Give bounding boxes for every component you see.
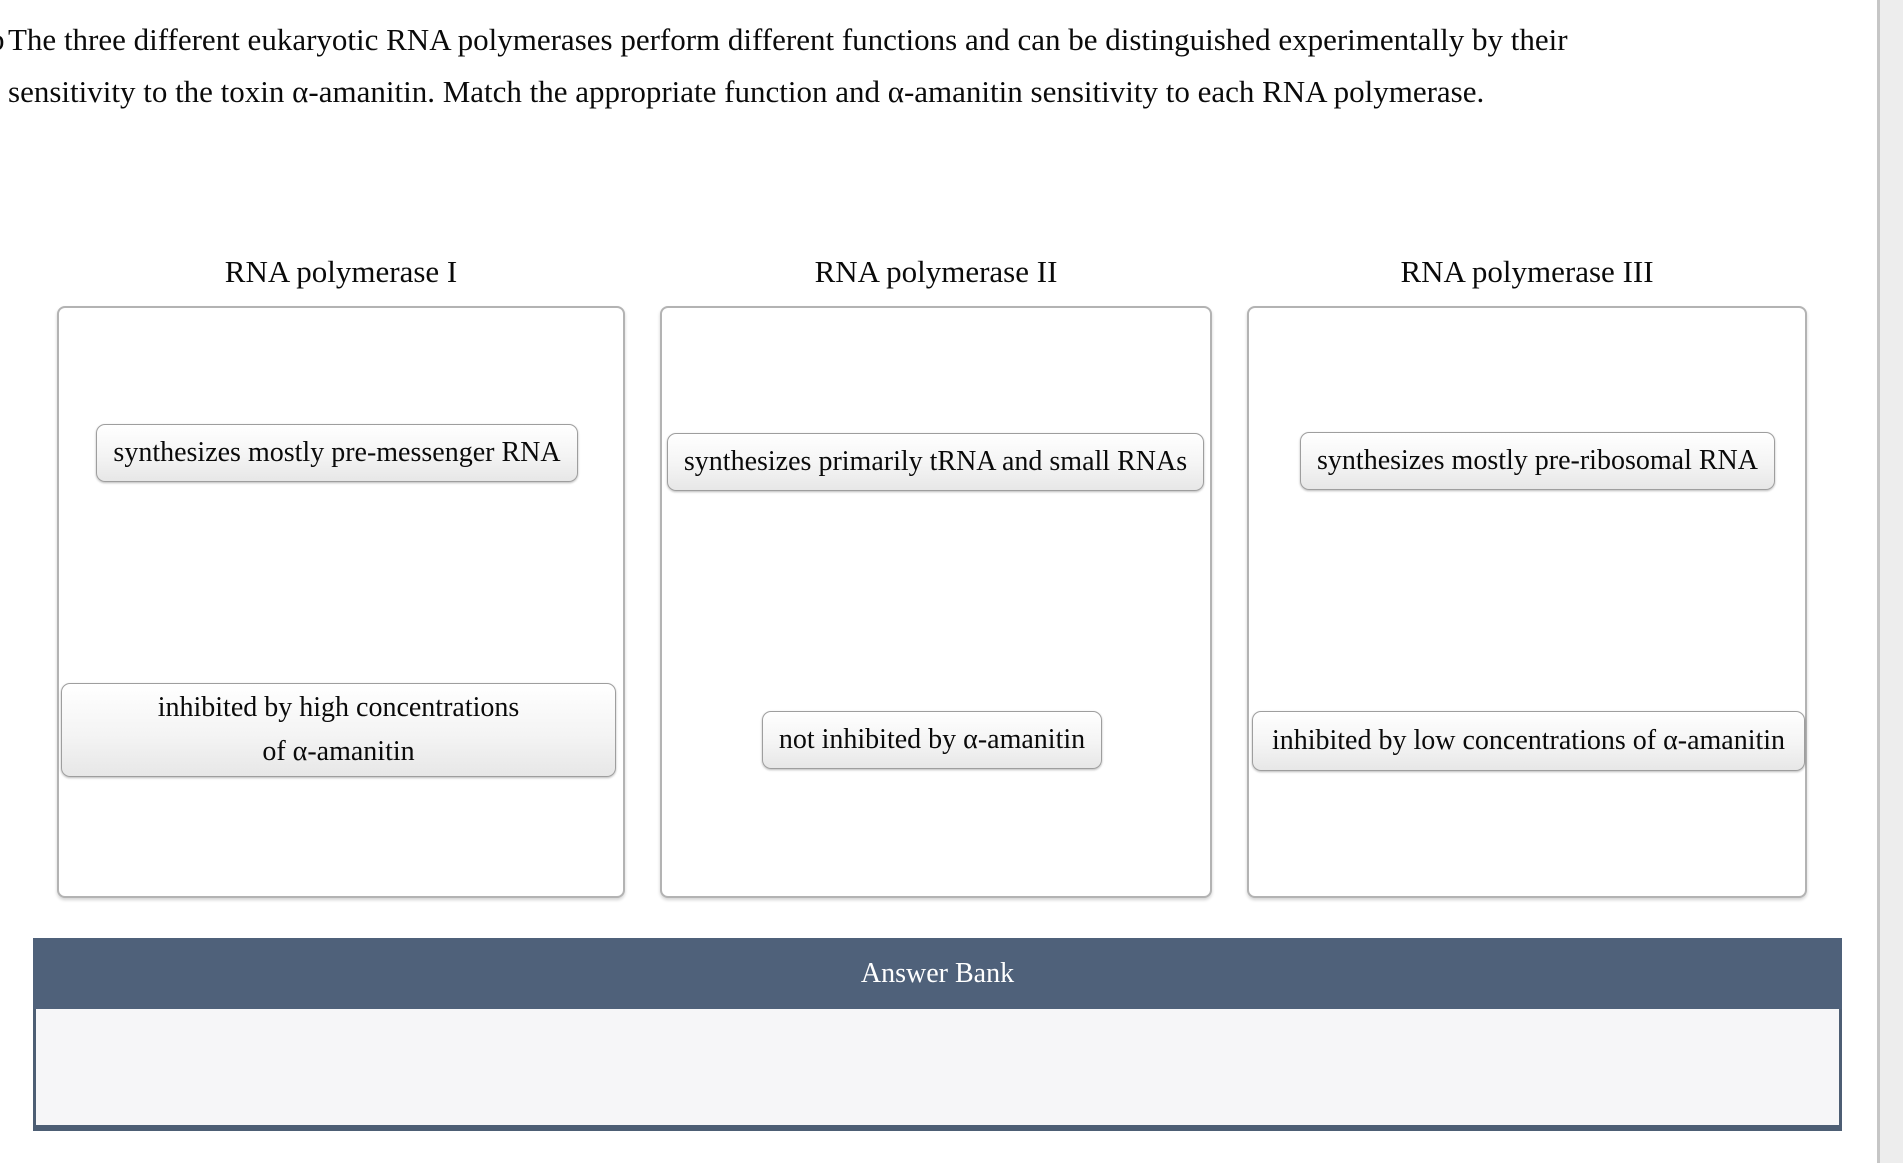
column-title-rnap-ii: RNA polymerase II — [814, 254, 1058, 289]
chip-label-line-2: of α-amanitin — [262, 736, 415, 767]
dropzone-rnap-i[interactable] — [57, 306, 625, 898]
chip-label: inhibited by low concentrations of α-ama… — [1271, 725, 1786, 756]
chip-not-inhibited[interactable]: not inhibited by α-amanitin — [762, 711, 1102, 769]
question-line-2: sensitivity to the toxin α-amanitin. Mat… — [8, 74, 1485, 109]
chip-label: synthesizes primarily tRNA and small RNA… — [683, 446, 1188, 477]
dropzone-rnap-ii[interactable] — [660, 306, 1212, 898]
chip-pre-ribosomal-rna[interactable]: synthesizes mostly pre-ribosomal RNA — [1300, 432, 1775, 490]
page-edge-gutter — [1877, 0, 1903, 1163]
chip-inhibited-low-concentrations[interactable]: inhibited by low concentrations of α-ama… — [1252, 711, 1805, 771]
chip-pre-messenger-rna[interactable]: synthesizes mostly pre-messenger RNA — [96, 424, 578, 482]
answer-bank-dropzone[interactable] — [33, 1009, 1842, 1131]
column-title-rnap-i: RNA polymerase I — [224, 254, 458, 289]
question-text: The three different eukaryotic RNA polym… — [8, 14, 1868, 118]
answer-bank-header: Answer Bank — [33, 938, 1842, 1009]
chip-label: not inhibited by α-amanitin — [778, 724, 1086, 755]
column-title-rnap-iii: RNA polymerase III — [1400, 254, 1654, 289]
chip-label-line-1: inhibited by high concentrations — [157, 692, 520, 723]
chip-label: synthesizes mostly pre-messenger RNA — [113, 437, 561, 468]
question-line-1: The three different eukaryotic RNA polym… — [8, 22, 1568, 57]
chip-trna-and-small-rnas[interactable]: synthesizes primarily tRNA and small RNA… — [667, 433, 1204, 491]
answer-bank-title: Answer Bank — [860, 957, 1015, 989]
dropzone-rnap-iii[interactable] — [1247, 306, 1807, 898]
clipped-edge-glyph: b — [0, 14, 5, 66]
chip-label: synthesizes mostly pre-ribosomal RNA — [1317, 445, 1758, 476]
chip-inhibited-high-concentrations[interactable]: inhibited by high concentrations of α-am… — [61, 683, 616, 777]
